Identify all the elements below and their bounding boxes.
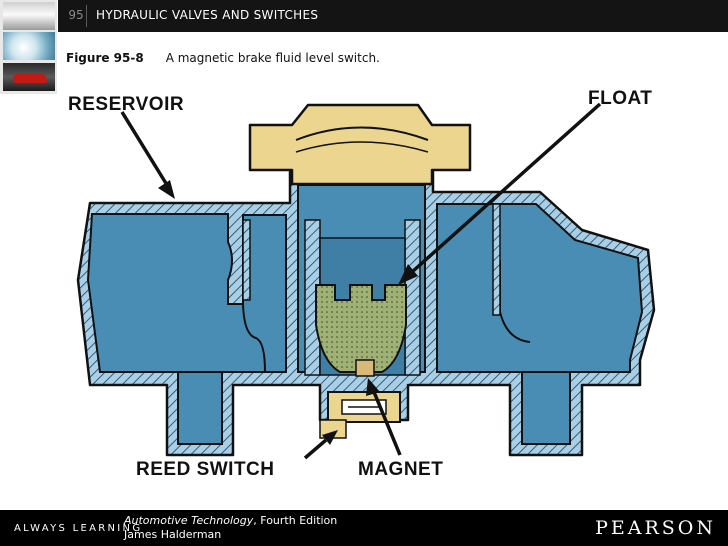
chapter-number: 95 [68, 8, 84, 22]
header-bar: 95 HYDRAULIC VALVES AND SWITCHES [58, 0, 728, 32]
book-edition: , Fourth Edition [253, 514, 338, 527]
tagline: ALWAYS LEARNING [14, 523, 143, 534]
label-reed-switch: REED SWITCH [136, 459, 275, 480]
footer-bar: ALWAYS LEARNING Automotive Technology, F… [0, 510, 728, 546]
thumbnail-car [3, 63, 55, 91]
thumbnail-strip [0, 0, 57, 94]
book-credit: Automotive Technology, Fourth Edition Ja… [124, 514, 337, 542]
chapter-divider [86, 5, 87, 27]
figure-caption: Figure 95-8 A magnetic brake fluid level … [66, 51, 380, 65]
chapter-title: HYDRAULIC VALVES AND SWITCHES [96, 8, 319, 22]
label-reservoir: RESERVOIR [68, 94, 184, 115]
publisher-logo: PEARSON [595, 517, 716, 539]
leader-arrows [120, 102, 602, 460]
label-magnet: MAGNET [358, 459, 443, 480]
brake-fluid-switch-diagram: RESERVOIR FLOAT REED SWITCH MAGNET [68, 88, 656, 480]
book-title: Automotive Technology [124, 514, 254, 527]
float [315, 284, 407, 373]
figure-label: Figure 95-8 [66, 51, 144, 65]
magnet [355, 359, 375, 377]
thumbnail-splash [3, 32, 55, 60]
book-author: James Halderman [124, 528, 222, 541]
filler-cap [248, 103, 472, 186]
reed-switch [319, 391, 401, 439]
thumbnail-chrome [3, 2, 55, 30]
label-float: FLOAT [588, 88, 652, 109]
figure-caption-text: A magnetic brake fluid level switch. [165, 51, 380, 65]
